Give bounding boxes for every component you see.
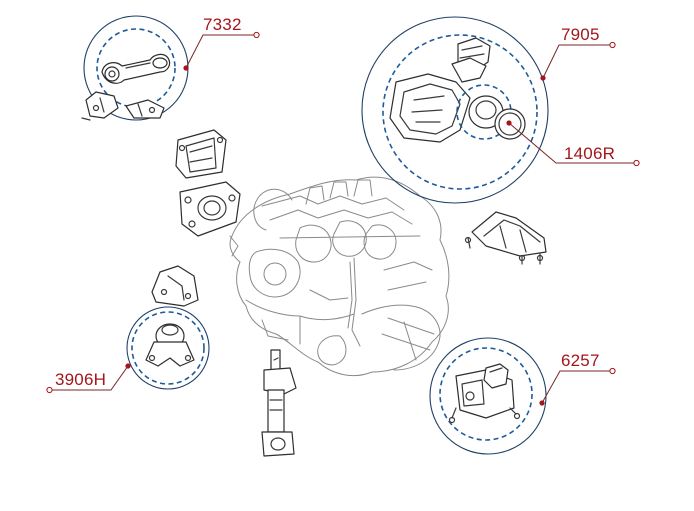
side-mount-bracket-part[interactable] xyxy=(151,265,199,307)
callout-label-7905[interactable]: 7905 xyxy=(561,25,600,44)
callout-label-6257[interactable]: 6257 xyxy=(561,351,600,370)
callout-label-1406r[interactable]: 1406R xyxy=(564,144,616,163)
callout-7905-ring xyxy=(361,16,549,204)
rear-mount-bracket-part[interactable] xyxy=(464,211,547,265)
leader-7332 xyxy=(183,31,260,71)
lower-bracket-part[interactable] xyxy=(179,181,241,237)
engine-assembly xyxy=(229,176,450,377)
shock-absorber-part[interactable] xyxy=(261,349,297,457)
torque-rod-part[interactable] xyxy=(101,53,171,84)
leader-3906h xyxy=(46,363,131,394)
leader-6257 xyxy=(539,367,616,406)
engine-mount-3906h-part[interactable] xyxy=(145,323,195,367)
leader-1406r xyxy=(506,120,640,167)
engine-mount-6257-part[interactable] xyxy=(448,363,521,424)
torque-rod-bracket-part[interactable] xyxy=(81,91,165,121)
leader-7905 xyxy=(540,41,616,81)
callout-label-7332[interactable]: 7332 xyxy=(203,15,242,34)
upper-bracket-part[interactable] xyxy=(175,129,227,179)
callout-label-3906h[interactable]: 3906H xyxy=(55,370,107,389)
intake-elbow-part[interactable] xyxy=(389,37,491,143)
callout-3906h-ring xyxy=(126,306,210,390)
